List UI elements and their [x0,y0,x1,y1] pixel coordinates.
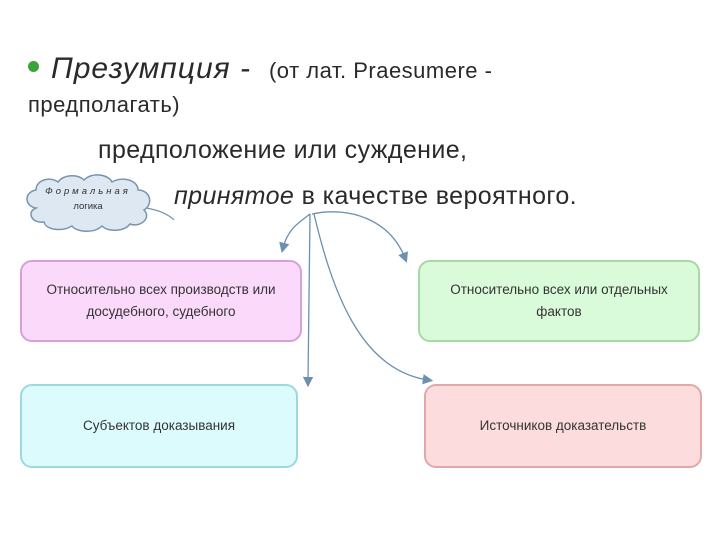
definition-line1: предположение или суждение, [98,136,468,164]
box-all-proceedings: Относительно всех производств или досуде… [20,260,302,342]
box-all-facts: Относительно всех или отдельных фактов [418,260,700,342]
cloud-label-line1: Формальная [45,186,131,197]
title-line: Презумпция - (от лат. Praesumere - [28,52,492,86]
definition-rest: в качестве вероятного. [294,182,578,210]
etymology-line2: предполагать) [28,92,181,117]
definition-italic-word: принятое [174,182,295,210]
term-title: Презумпция - [51,52,251,85]
arrow-to-top-right [311,211,408,263]
box-subjects-of-proof: Субъектов доказывания [20,384,298,468]
arrow-to-bottom-left [302,213,314,388]
bullet-icon [28,61,39,72]
box-sources-of-evidence: Источников доказательств [424,384,702,468]
cloud-icon [26,174,175,232]
arrow-to-top-left [279,213,311,254]
cloud-callout: Формальная логика [18,170,178,236]
cloud-label-line2: логика [73,201,103,212]
etymology-line1: (от лат. Praesumere - [268,58,493,83]
definition-line2: принятое в качестве вероятного. [174,182,577,211]
arrow-to-bottom-right [313,213,434,385]
